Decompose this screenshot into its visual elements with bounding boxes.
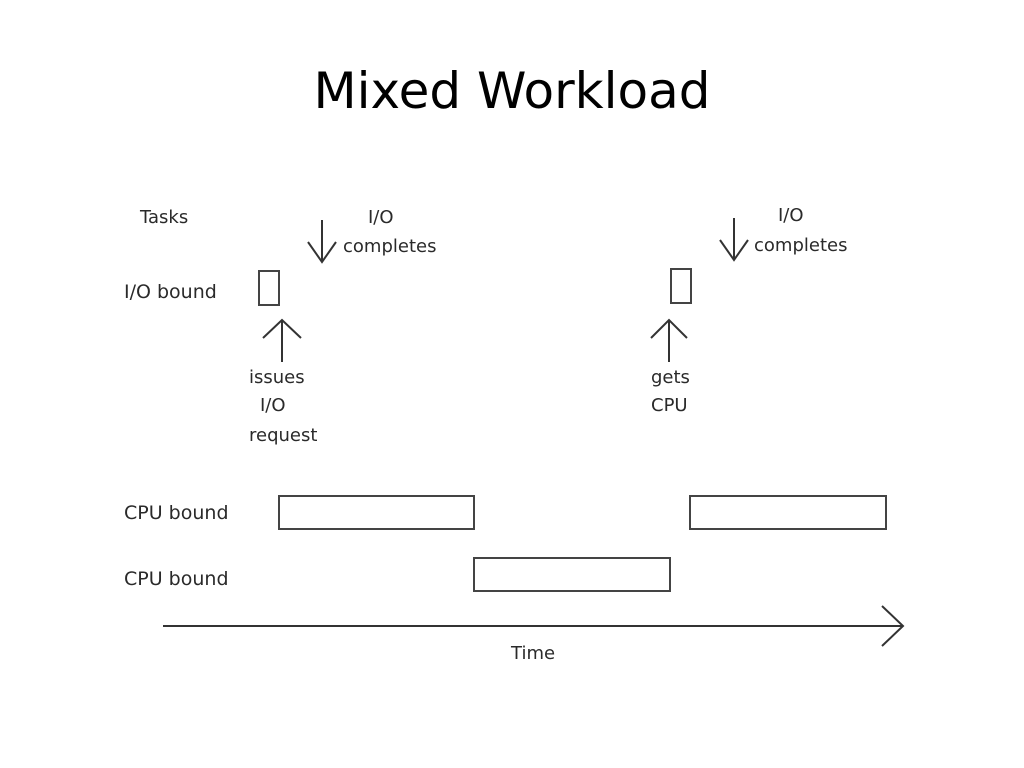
annotation-issues-line1: issues [249, 367, 305, 388]
annotation-io-completes-1-line1: I/O [368, 207, 394, 228]
annotation-io-completes-2-line1: I/O [778, 205, 804, 226]
annotation-gets-cpu-line1: gets [651, 367, 690, 388]
down-arrow-icon [719, 218, 749, 262]
row-label-cpu-bound-1: CPU bound [124, 502, 229, 524]
time-axis-label: Time [511, 643, 556, 664]
io-bound-burst-1 [258, 270, 280, 306]
annotation-io-completes-2-line2: completes [754, 235, 848, 256]
io-bound-burst-2 [670, 268, 692, 304]
annotation-io-completes-1-line2: completes [343, 236, 437, 257]
down-arrow-icon [307, 220, 337, 264]
annotation-gets-cpu-line2: CPU [651, 395, 688, 416]
time-axis-arrow [163, 605, 905, 647]
cpu-bound-1-burst-2 [689, 495, 887, 530]
annotation-issues-line2: I/O [260, 395, 286, 416]
tasks-header: Tasks [140, 207, 189, 228]
cpu-bound-2-burst-1 [473, 557, 671, 592]
cpu-bound-1-burst-1 [278, 495, 475, 530]
annotation-issues-line3: request [249, 425, 318, 446]
up-arrow-icon [650, 318, 688, 362]
row-label-io-bound: I/O bound [124, 281, 217, 303]
slide-title: Mixed Workload [313, 62, 711, 120]
up-arrow-icon [262, 318, 302, 362]
row-label-cpu-bound-2: CPU bound [124, 568, 229, 590]
